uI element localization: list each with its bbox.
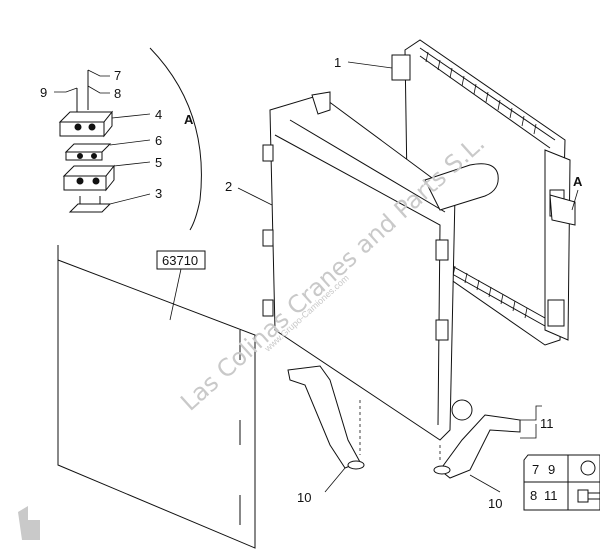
- frame-mark: [18, 506, 40, 540]
- callout-1: 1: [334, 55, 341, 70]
- table-row-1-left: 7: [532, 462, 539, 477]
- cover-panel-63710: [57, 245, 256, 549]
- callout-11: 11: [540, 416, 554, 431]
- callout-10-right: 10: [488, 496, 502, 511]
- table-row-2-right: 11: [544, 488, 558, 503]
- callout-5: 5: [155, 155, 162, 170]
- callout-detail-a-right: A: [573, 174, 583, 189]
- mount-stack: [58, 70, 116, 213]
- fastener-table: [523, 454, 600, 511]
- mount-stack-leaders: [54, 69, 151, 205]
- table-row-1-right: 9: [548, 462, 555, 477]
- table-row-2-left: 8: [530, 488, 537, 503]
- support-bracket-right: [433, 414, 521, 479]
- callout-2: 2: [225, 179, 232, 194]
- callout-6: 6: [155, 133, 162, 148]
- ref-box-leader: [169, 268, 182, 321]
- callout-8: 8: [114, 86, 121, 101]
- callout-4: 4: [155, 107, 162, 122]
- callout-3: 3: [155, 186, 162, 201]
- support-bracket-left: [287, 365, 365, 470]
- detail-a-boundary-arc: [149, 47, 202, 231]
- ref-box-label: 63710: [162, 253, 198, 268]
- callout-7: 7: [114, 68, 121, 83]
- radiator-fins-top: [425, 51, 537, 135]
- callout-9: 9: [40, 85, 47, 100]
- radiator-fins-bottom: [452, 265, 528, 319]
- intercooler: [262, 91, 499, 441]
- callout-detail-a-left: A: [184, 112, 194, 127]
- detail-a-bracket-right: [549, 194, 576, 226]
- callout-10-left: 10: [297, 490, 311, 505]
- main-leaders: [237, 61, 579, 493]
